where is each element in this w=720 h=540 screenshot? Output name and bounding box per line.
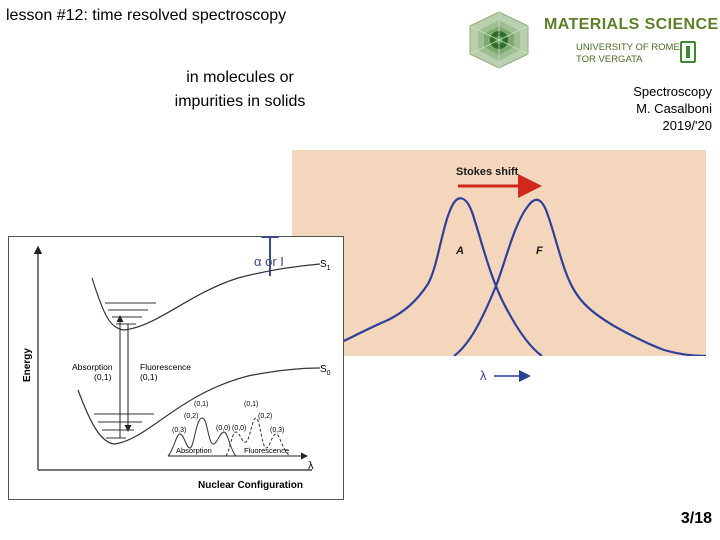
wavelength-axis-label: λ [480, 368, 487, 383]
mini-fluorescence-curve [225, 417, 291, 457]
subtitle-line-1: in molecules or [186, 69, 294, 86]
page-number: 3/18 [680, 510, 712, 527]
absorption-band-curve [313, 197, 543, 356]
s1-label: S1 [320, 259, 331, 272]
spectrum-figure: Stokes shift A F [292, 150, 706, 356]
excited-state-curve [91, 263, 321, 331]
slide-title: lesson #12: time resolved spectroscopy [6, 7, 287, 24]
course-info: Spectroscopy M. Casalboni 2019/'20 [633, 83, 712, 134]
absorption-transition-level: (0,1) [94, 372, 112, 382]
mini-fluorescence-label: Fluorescence [244, 446, 289, 455]
slide-subtitle: in molecules or impurities in solids [150, 66, 330, 114]
abs-peak-0-3: (0,3) [172, 427, 186, 434]
s1-label-sub: 1 [327, 265, 331, 272]
potential-energy-diagram: Energy Nuclear Configuration α or I S1 S… [8, 236, 344, 500]
mini-fluorescence-peak-labels: (0,0) (0,1) (0,2) (0,3) [232, 401, 284, 434]
configuration-axis-label: Nuclear Configuration [198, 480, 303, 491]
fluorescence-transition-label: Fluorescence [140, 362, 191, 372]
logo-university-line-1: UNIVERSITY OF ROME [576, 42, 680, 53]
mini-lambda-label: λ [308, 460, 314, 472]
energy-axis-label: Energy [22, 348, 33, 382]
materials-science-logo-icon [469, 11, 529, 69]
absorption-transition-label: Absorption [72, 362, 113, 372]
s0-label-main: S [320, 364, 327, 375]
flu-peak-0-1: (0,1) [244, 401, 258, 408]
flu-peak-0-3: (0,3) [270, 427, 284, 434]
flu-peak-0-2: (0,2) [258, 413, 272, 420]
s0-label: S0 [320, 364, 331, 377]
stokes-shift-label: Stokes shift [456, 166, 519, 178]
mini-absorption-curve [167, 417, 237, 457]
subtitle-line-2: impurities in solids [174, 93, 306, 110]
absorption-peak-label: A [455, 245, 464, 257]
spectrum-background [292, 150, 706, 356]
logo-university: UNIVERSITY OF ROME TOR VERGATA [576, 42, 680, 66]
mini-absorption-peak-labels: (0,3) (0,2) (0,1) (0,0) [172, 401, 230, 434]
wavelength-axis-arrow: λ [480, 368, 531, 383]
fluorescence-transition-level: (0,1) [140, 372, 158, 382]
fluorescence-band-curve [453, 198, 706, 356]
flu-peak-0-0: (0,0) [232, 425, 246, 432]
course-author: M. Casalboni [636, 101, 712, 116]
fluorescence-peak-label: F [536, 245, 543, 257]
abs-peak-0-1: (0,1) [194, 401, 208, 408]
alpha-or-i-label: α or I [254, 254, 284, 269]
abs-peak-0-2: (0,2) [184, 413, 198, 420]
ground-state-curve [77, 367, 321, 445]
logo-university-line-2: TOR VERGATA [576, 54, 643, 65]
course-year: 2019/'20 [662, 118, 712, 133]
university-badge-icon [680, 41, 696, 63]
abs-peak-0-0: (0,0) [216, 425, 230, 432]
s1-label-main: S [320, 259, 327, 270]
s0-label-sub: 0 [327, 370, 331, 377]
logo-title: MATERIALS SCIENCE [544, 16, 719, 33]
course-name: Spectroscopy [633, 84, 712, 99]
mini-absorption-label: Absorption [176, 446, 212, 455]
